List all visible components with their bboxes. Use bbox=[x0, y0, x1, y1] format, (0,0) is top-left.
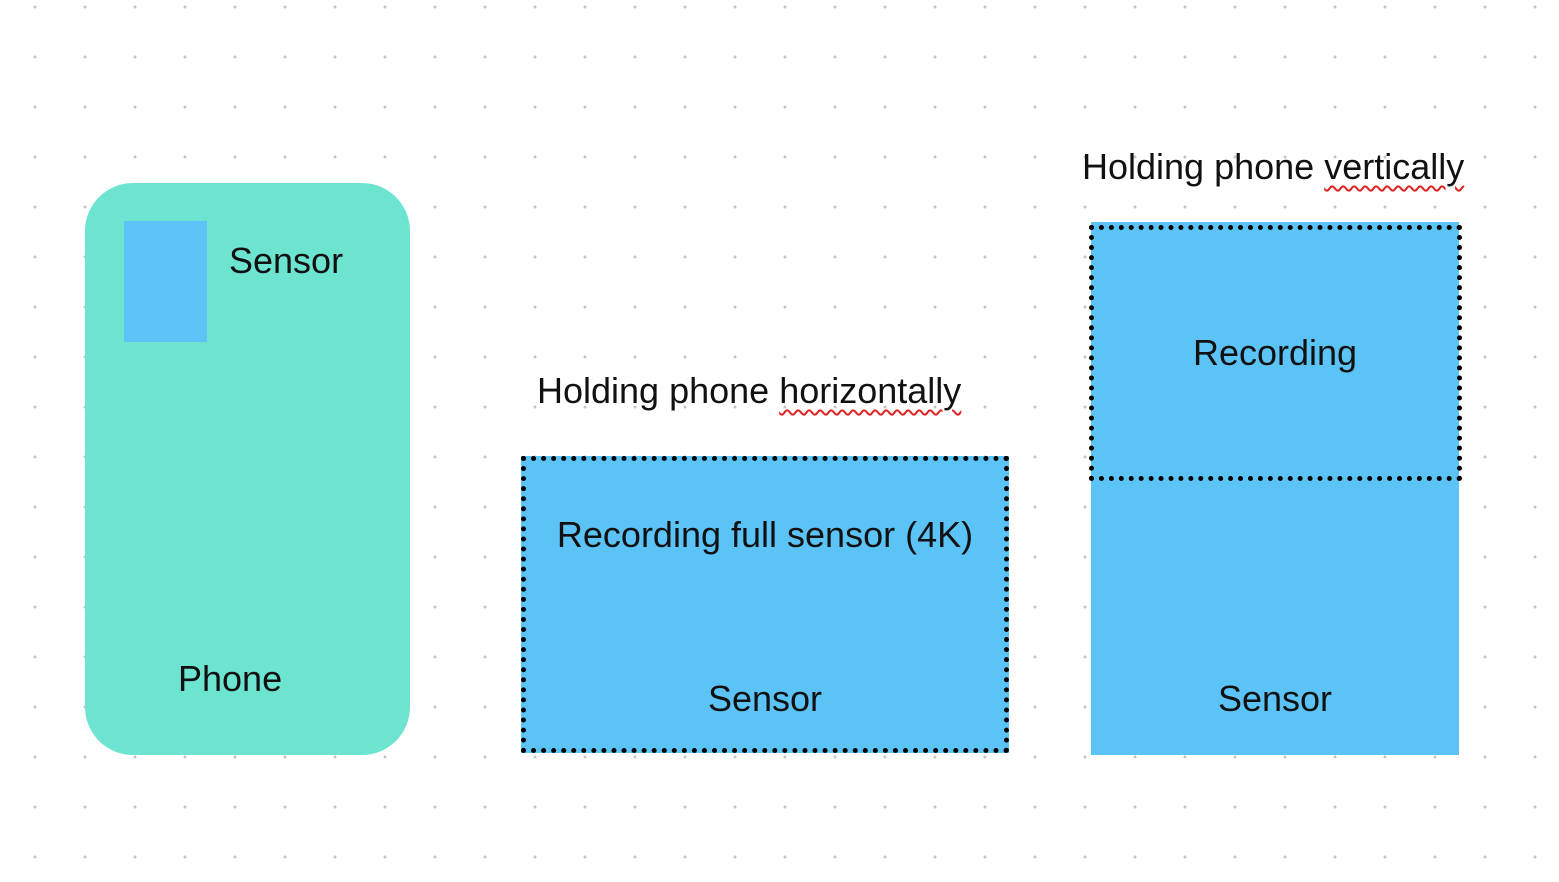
horizontal-title-flagged-word: horizontally bbox=[779, 370, 962, 411]
vertical-title-flagged-word: vertically bbox=[1324, 146, 1465, 187]
phone-label[interactable]: Phone bbox=[178, 658, 283, 699]
phone-sensor-label[interactable]: Sensor bbox=[229, 240, 344, 281]
horizontal-sensor-label[interactable]: Sensor bbox=[707, 678, 823, 719]
vertical-recording-label[interactable]: Recording bbox=[1192, 332, 1358, 373]
vertical-sensor-label[interactable]: Sensor bbox=[1217, 678, 1333, 719]
vertical-title[interactable]: Holding phone vertically bbox=[1082, 146, 1464, 188]
vertical-recording-box[interactable] bbox=[1089, 225, 1462, 481]
horizontal-sensor-recording-box[interactable] bbox=[521, 456, 1009, 753]
horizontal-title[interactable]: Holding phone horizontally bbox=[537, 370, 961, 412]
vertical-sensor-shape[interactable] bbox=[1091, 222, 1459, 755]
phone-sensor-shape[interactable] bbox=[124, 221, 207, 342]
horizontal-recording-label[interactable]: Recording full sensor (4K) bbox=[556, 514, 974, 555]
vertical-title-text: Holding phone bbox=[1082, 146, 1325, 187]
horizontal-title-text: Holding phone bbox=[537, 370, 780, 411]
